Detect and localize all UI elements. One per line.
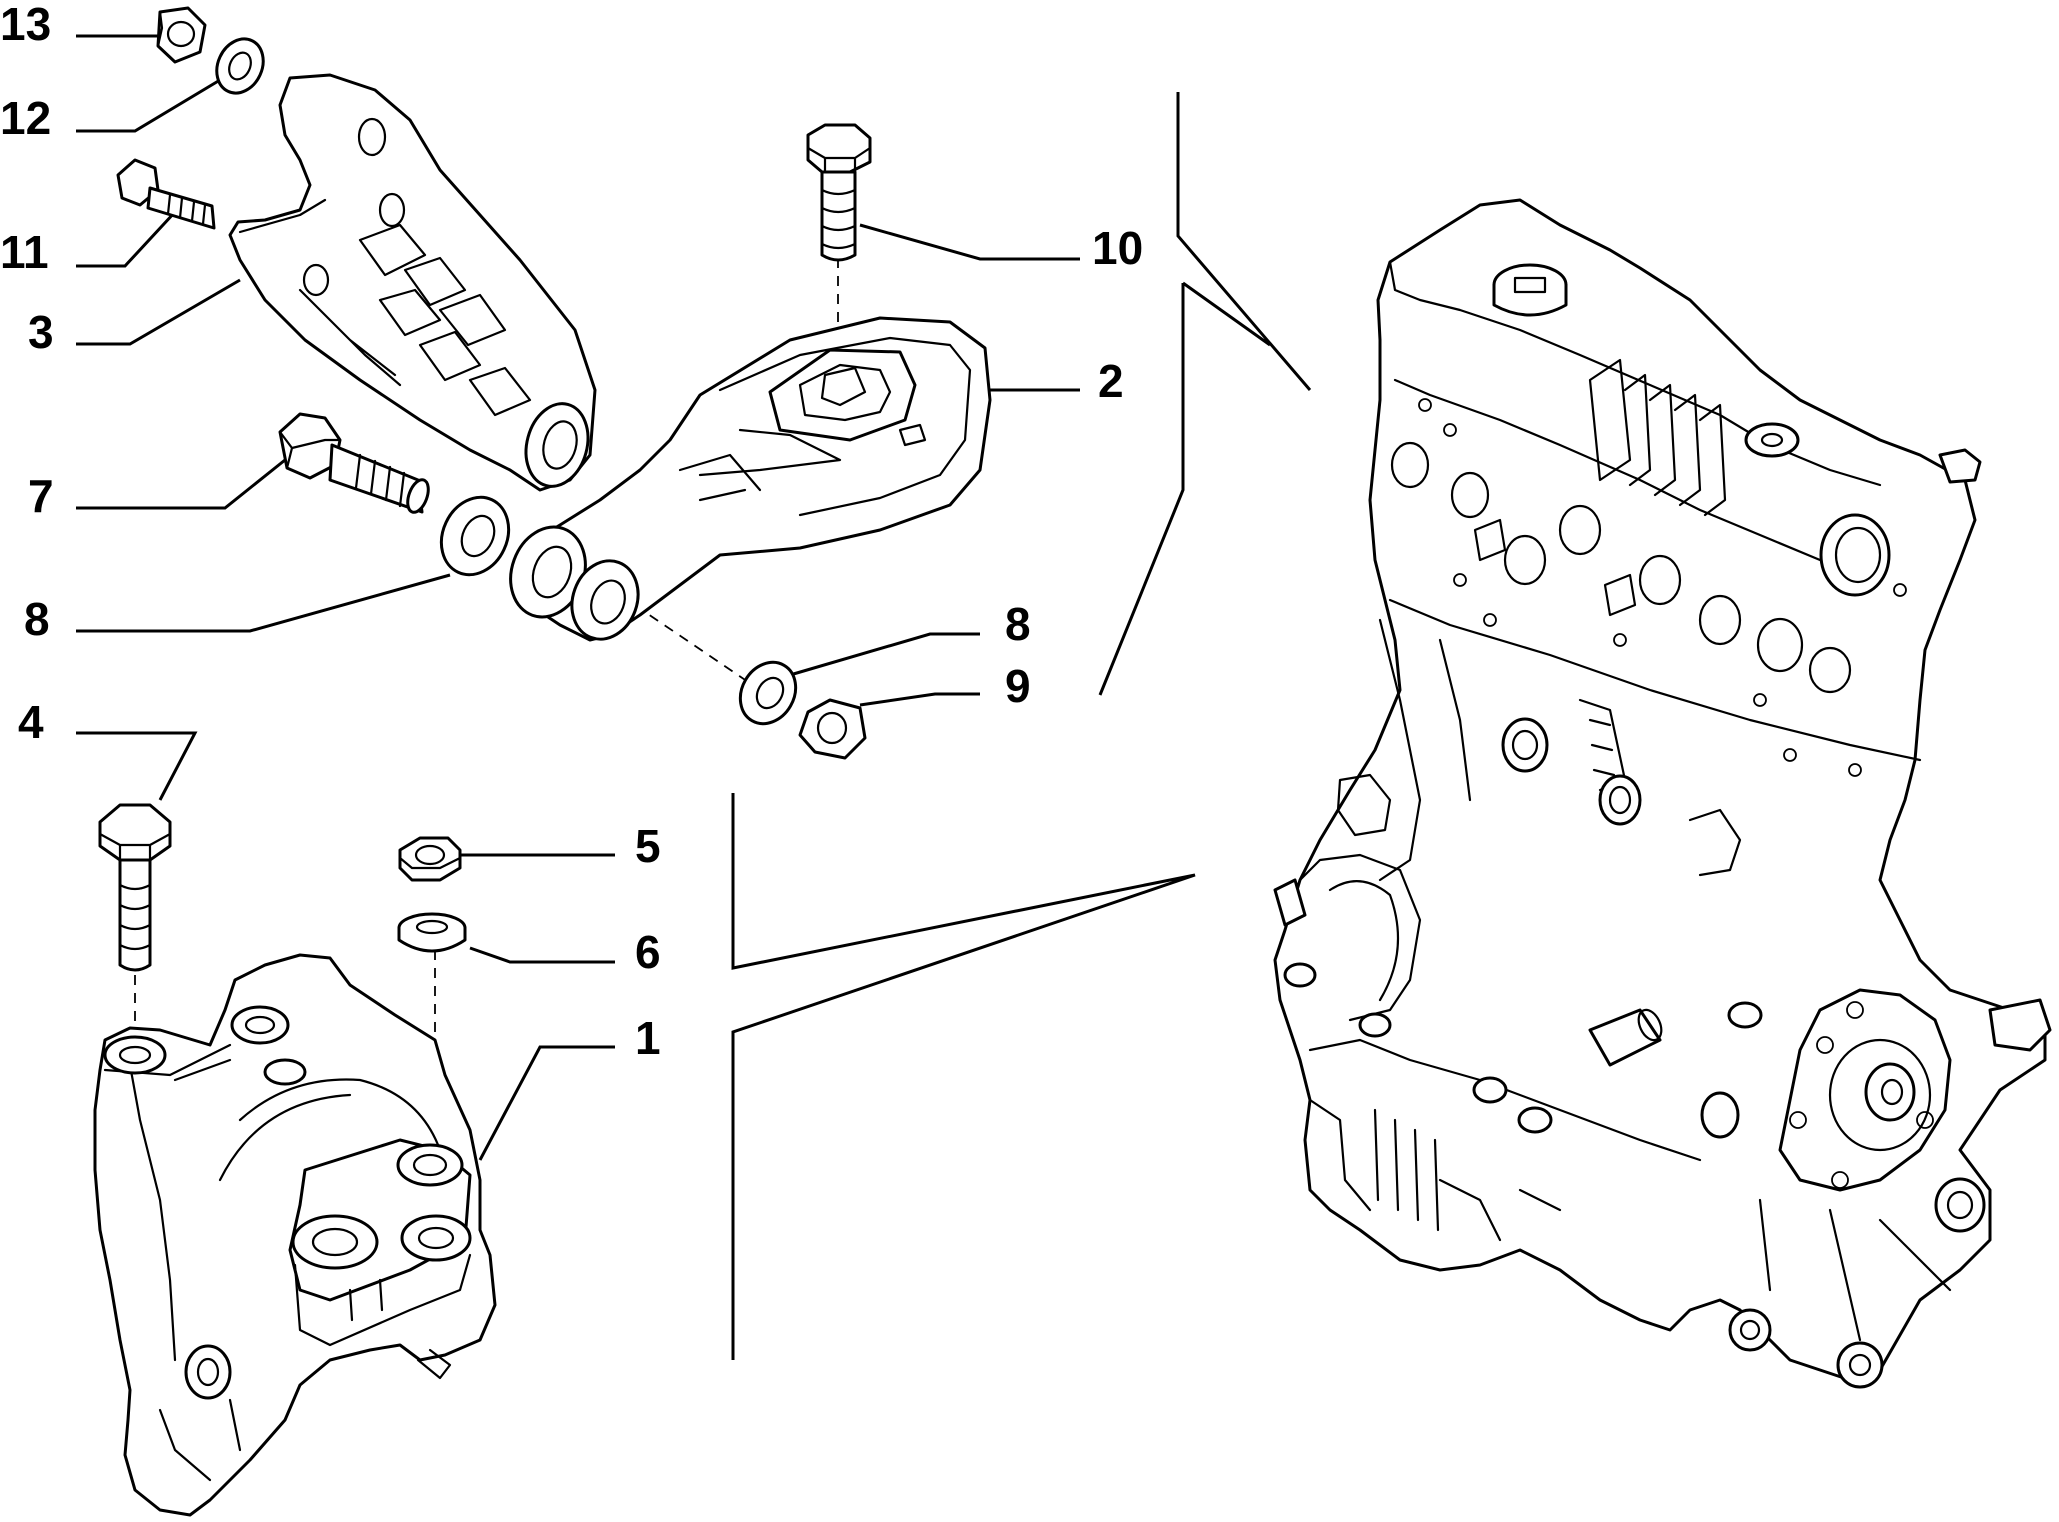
leader-11: [76, 210, 177, 268]
reference-lines: [731, 92, 1312, 1360]
callout-8a: 8: [24, 593, 50, 645]
nut-part-9: [798, 698, 867, 760]
leader-lines: [76, 34, 1080, 1161]
leader-8a: [76, 573, 451, 633]
callout-10: 10: [1092, 222, 1143, 274]
callout-2: 2: [1098, 355, 1124, 407]
crank-cover-bolts: [1789, 1001, 1934, 1189]
washer-part-12: [215, 37, 265, 95]
washer-part-8a: [439, 495, 511, 577]
callout-9: 9: [1005, 660, 1031, 712]
leader-1: [478, 1045, 615, 1161]
washer-part-6: [397, 912, 467, 953]
leader-4: [76, 731, 198, 801]
head-bolt-holes: [1418, 398, 1907, 777]
leader-9: [859, 692, 980, 707]
callout-3: 3: [28, 306, 54, 358]
bolt-part-4: [98, 803, 172, 972]
nut-part-5: [398, 836, 462, 882]
leader-3: [76, 278, 241, 346]
leader-12: [76, 78, 221, 133]
bolt-part-11: [116, 158, 216, 230]
leader-6: [469, 946, 615, 964]
callout-7: 7: [28, 470, 54, 522]
bolt-part-10: [806, 123, 872, 262]
head-ports: [1390, 441, 1852, 694]
callout-8b: 8: [1005, 598, 1031, 650]
callout-labels: 13 12 11 3 7 8 4 10 2 8 9 5 6 1: [0, 0, 1143, 1064]
callout-12: 12: [0, 92, 51, 144]
upper-bracket-part-3: [228, 73, 597, 492]
leader-7: [76, 458, 286, 510]
engine-block: [1273, 198, 2052, 1389]
callout-5: 5: [635, 820, 661, 872]
leader-8b: [789, 632, 980, 677]
callout-4: 4: [18, 696, 44, 748]
bolt-part-7: [278, 412, 430, 514]
block-tubes: [1283, 962, 1763, 1134]
reference-line-upper: [1098, 92, 1312, 696]
callout-13: 13: [0, 0, 51, 50]
reference-line-lower: [731, 793, 1196, 1360]
callout-1: 1: [635, 1012, 661, 1064]
engine-mount-part-1: [93, 953, 497, 1517]
leader-10: [859, 223, 1080, 261]
torque-rod-part-2: [509, 316, 992, 642]
callout-6: 6: [635, 926, 661, 978]
callout-11: 11: [0, 226, 49, 278]
nut-part-13: [156, 6, 207, 64]
washer-part-8b: [738, 660, 798, 726]
